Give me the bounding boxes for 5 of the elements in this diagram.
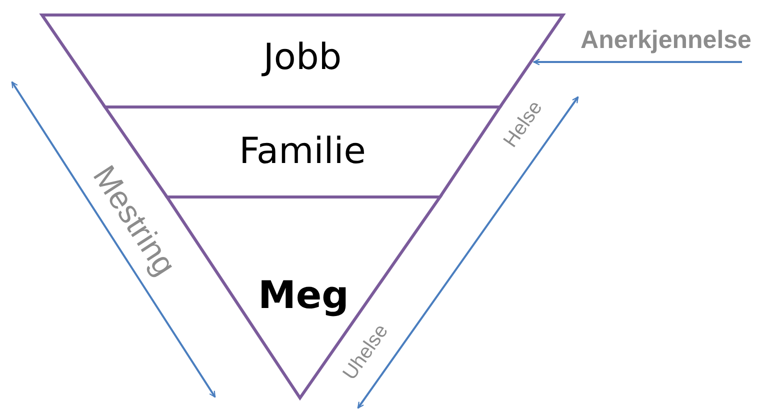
- layer-label: Meg: [257, 273, 350, 317]
- arrow: [533, 58, 742, 66]
- layer-label: Familie: [238, 131, 367, 172]
- side-label: Anerkjennelse: [580, 26, 752, 55]
- layer-label: Jobb: [260, 37, 343, 78]
